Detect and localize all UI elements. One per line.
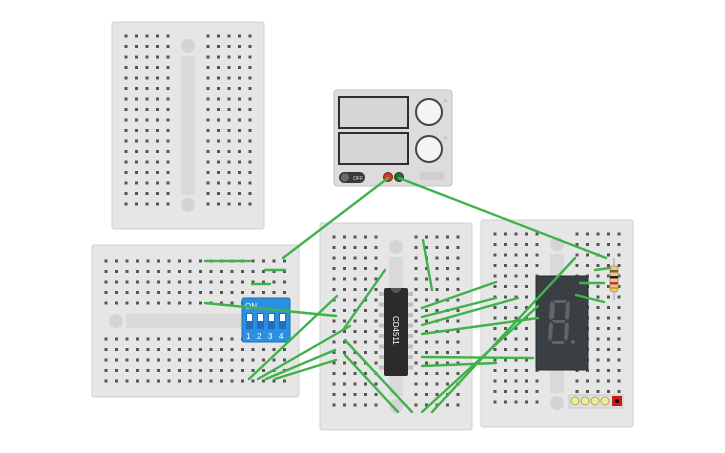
resistor[interactable] — [609, 258, 619, 300]
ic-pin — [379, 334, 385, 338]
seven-segment-display[interactable] — [535, 275, 589, 371]
ic-pin — [407, 313, 413, 317]
ic-pin — [379, 323, 385, 328]
dip-toggle-2[interactable] — [257, 313, 264, 329]
dip-toggle-1[interactable] — [246, 313, 253, 329]
wire[interactable] — [420, 355, 535, 360]
breadboard-top-left[interactable] — [111, 21, 265, 230]
wire[interactable] — [420, 296, 520, 327]
power-toggle-knob — [341, 173, 349, 182]
wire[interactable] — [397, 176, 608, 260]
wire[interactable] — [420, 361, 498, 368]
dip-number-1: 1 — [246, 332, 251, 341]
wire[interactable] — [256, 324, 352, 381]
dip-number-3: 3 — [268, 332, 273, 341]
ic-pin — [407, 365, 413, 370]
wire[interactable] — [341, 268, 387, 332]
wire[interactable] — [420, 316, 540, 336]
dip-number-4: 4 — [279, 332, 284, 341]
wire[interactable] — [281, 176, 390, 260]
ic-pin — [379, 302, 385, 307]
ic-pin — [407, 292, 413, 296]
wire[interactable] — [420, 304, 540, 414]
wire[interactable] — [593, 266, 612, 272]
ic-pin — [379, 292, 385, 296]
power-supply[interactable]: Ω Ω OFF — [333, 89, 453, 187]
ic-pin — [407, 302, 413, 307]
ic-pin — [379, 365, 385, 370]
ic-pin — [379, 355, 385, 359]
wire[interactable] — [343, 338, 414, 414]
ic-pin — [379, 313, 385, 317]
ic-pin — [407, 323, 413, 328]
wire[interactable] — [574, 293, 606, 304]
wire[interactable] — [247, 294, 339, 381]
current-knob[interactable] — [415, 135, 443, 163]
ic-pin — [379, 344, 385, 349]
cd4511-ic[interactable]: CD4511 — [379, 288, 413, 376]
wire[interactable] — [430, 256, 577, 414]
ic-notch — [391, 288, 401, 293]
wire[interactable] — [203, 301, 338, 318]
wire-layer[interactable] — [203, 176, 612, 414]
voltage-display — [338, 96, 409, 129]
wire[interactable] — [420, 296, 498, 319]
header-pins[interactable] — [568, 394, 624, 409]
ic-part-label: CD4511 — [391, 316, 400, 345]
dip-toggle-3[interactable] — [268, 313, 275, 329]
dip-switch[interactable]: ON 1 2 3 4 — [241, 297, 291, 343]
wire[interactable] — [264, 348, 337, 381]
power-off-label: OFF — [353, 176, 363, 182]
ic-pin — [407, 334, 413, 338]
dip-toggle-4[interactable] — [279, 313, 286, 329]
wire[interactable] — [343, 353, 400, 414]
dip-number-2: 2 — [257, 332, 262, 341]
voltage-knob[interactable] — [415, 98, 443, 126]
ic-pin — [407, 355, 413, 359]
knob-label-bottom: Ω — [444, 135, 447, 140]
knob-label-top: Ω — [444, 98, 447, 103]
power-supply-brand-mark — [420, 172, 444, 180]
wire[interactable] — [421, 238, 434, 292]
wire[interactable] — [273, 358, 338, 381]
current-display — [338, 132, 409, 165]
ic-pin — [407, 344, 413, 349]
seven-segment-digit — [548, 300, 575, 344]
wire[interactable] — [420, 280, 498, 310]
